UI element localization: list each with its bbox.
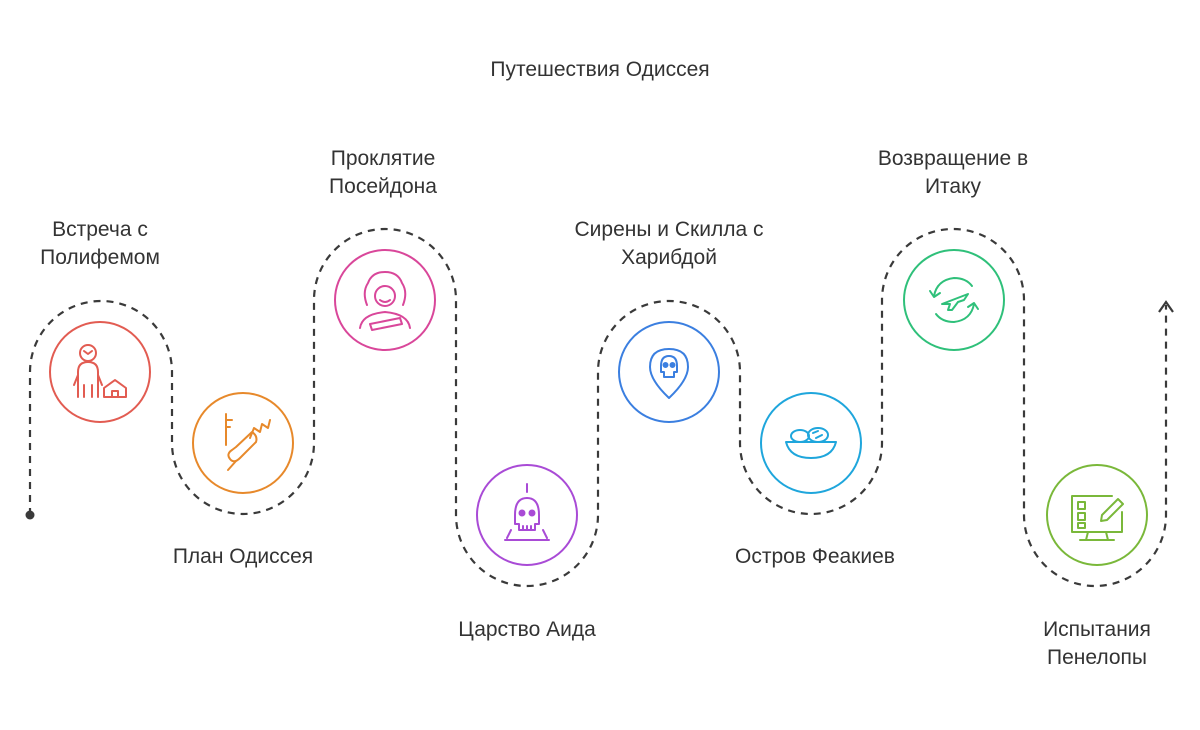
- diagram-title: Путешествия Одиссея: [490, 58, 710, 81]
- step-7-label: Возвращение в Итаку: [877, 147, 1029, 198]
- step-5-node: [618, 321, 720, 423]
- step-3-node: [334, 249, 436, 351]
- step-1-node: [49, 321, 151, 423]
- skull-icon: [504, 483, 550, 541]
- step-4-label: Царство Аида: [458, 618, 596, 641]
- poseidon-icon: [359, 271, 411, 331]
- step-8-node: [1046, 464, 1148, 566]
- step-4-node: [476, 464, 578, 566]
- skull-pin-icon: [649, 348, 689, 399]
- timeline-arrow-head: [1158, 300, 1174, 313]
- step-5-label: Сирены и Скилла с Харибдой: [574, 218, 764, 269]
- stake-icon: [225, 413, 271, 471]
- task-board-icon: [1071, 495, 1124, 541]
- timeline-path: [28, 227, 1168, 588]
- step-8-label: Испытания Пенелопы: [1043, 618, 1151, 669]
- step-2-node: [192, 392, 294, 494]
- step-6-label: Остров Феакиев: [735, 545, 895, 568]
- food-bowl-icon: [785, 427, 837, 459]
- cyclops-icon: [73, 344, 127, 398]
- step-2-label: План Одиссея: [172, 545, 314, 568]
- step-3-label: Проклятие Посейдона: [329, 147, 437, 198]
- step-6-node: [760, 392, 862, 494]
- timeline-start-dot: [25, 510, 35, 520]
- step-7-node: [903, 249, 1005, 351]
- return-plane-icon: [929, 277, 979, 323]
- step-1-label: Встреча с Полифемом: [40, 218, 160, 269]
